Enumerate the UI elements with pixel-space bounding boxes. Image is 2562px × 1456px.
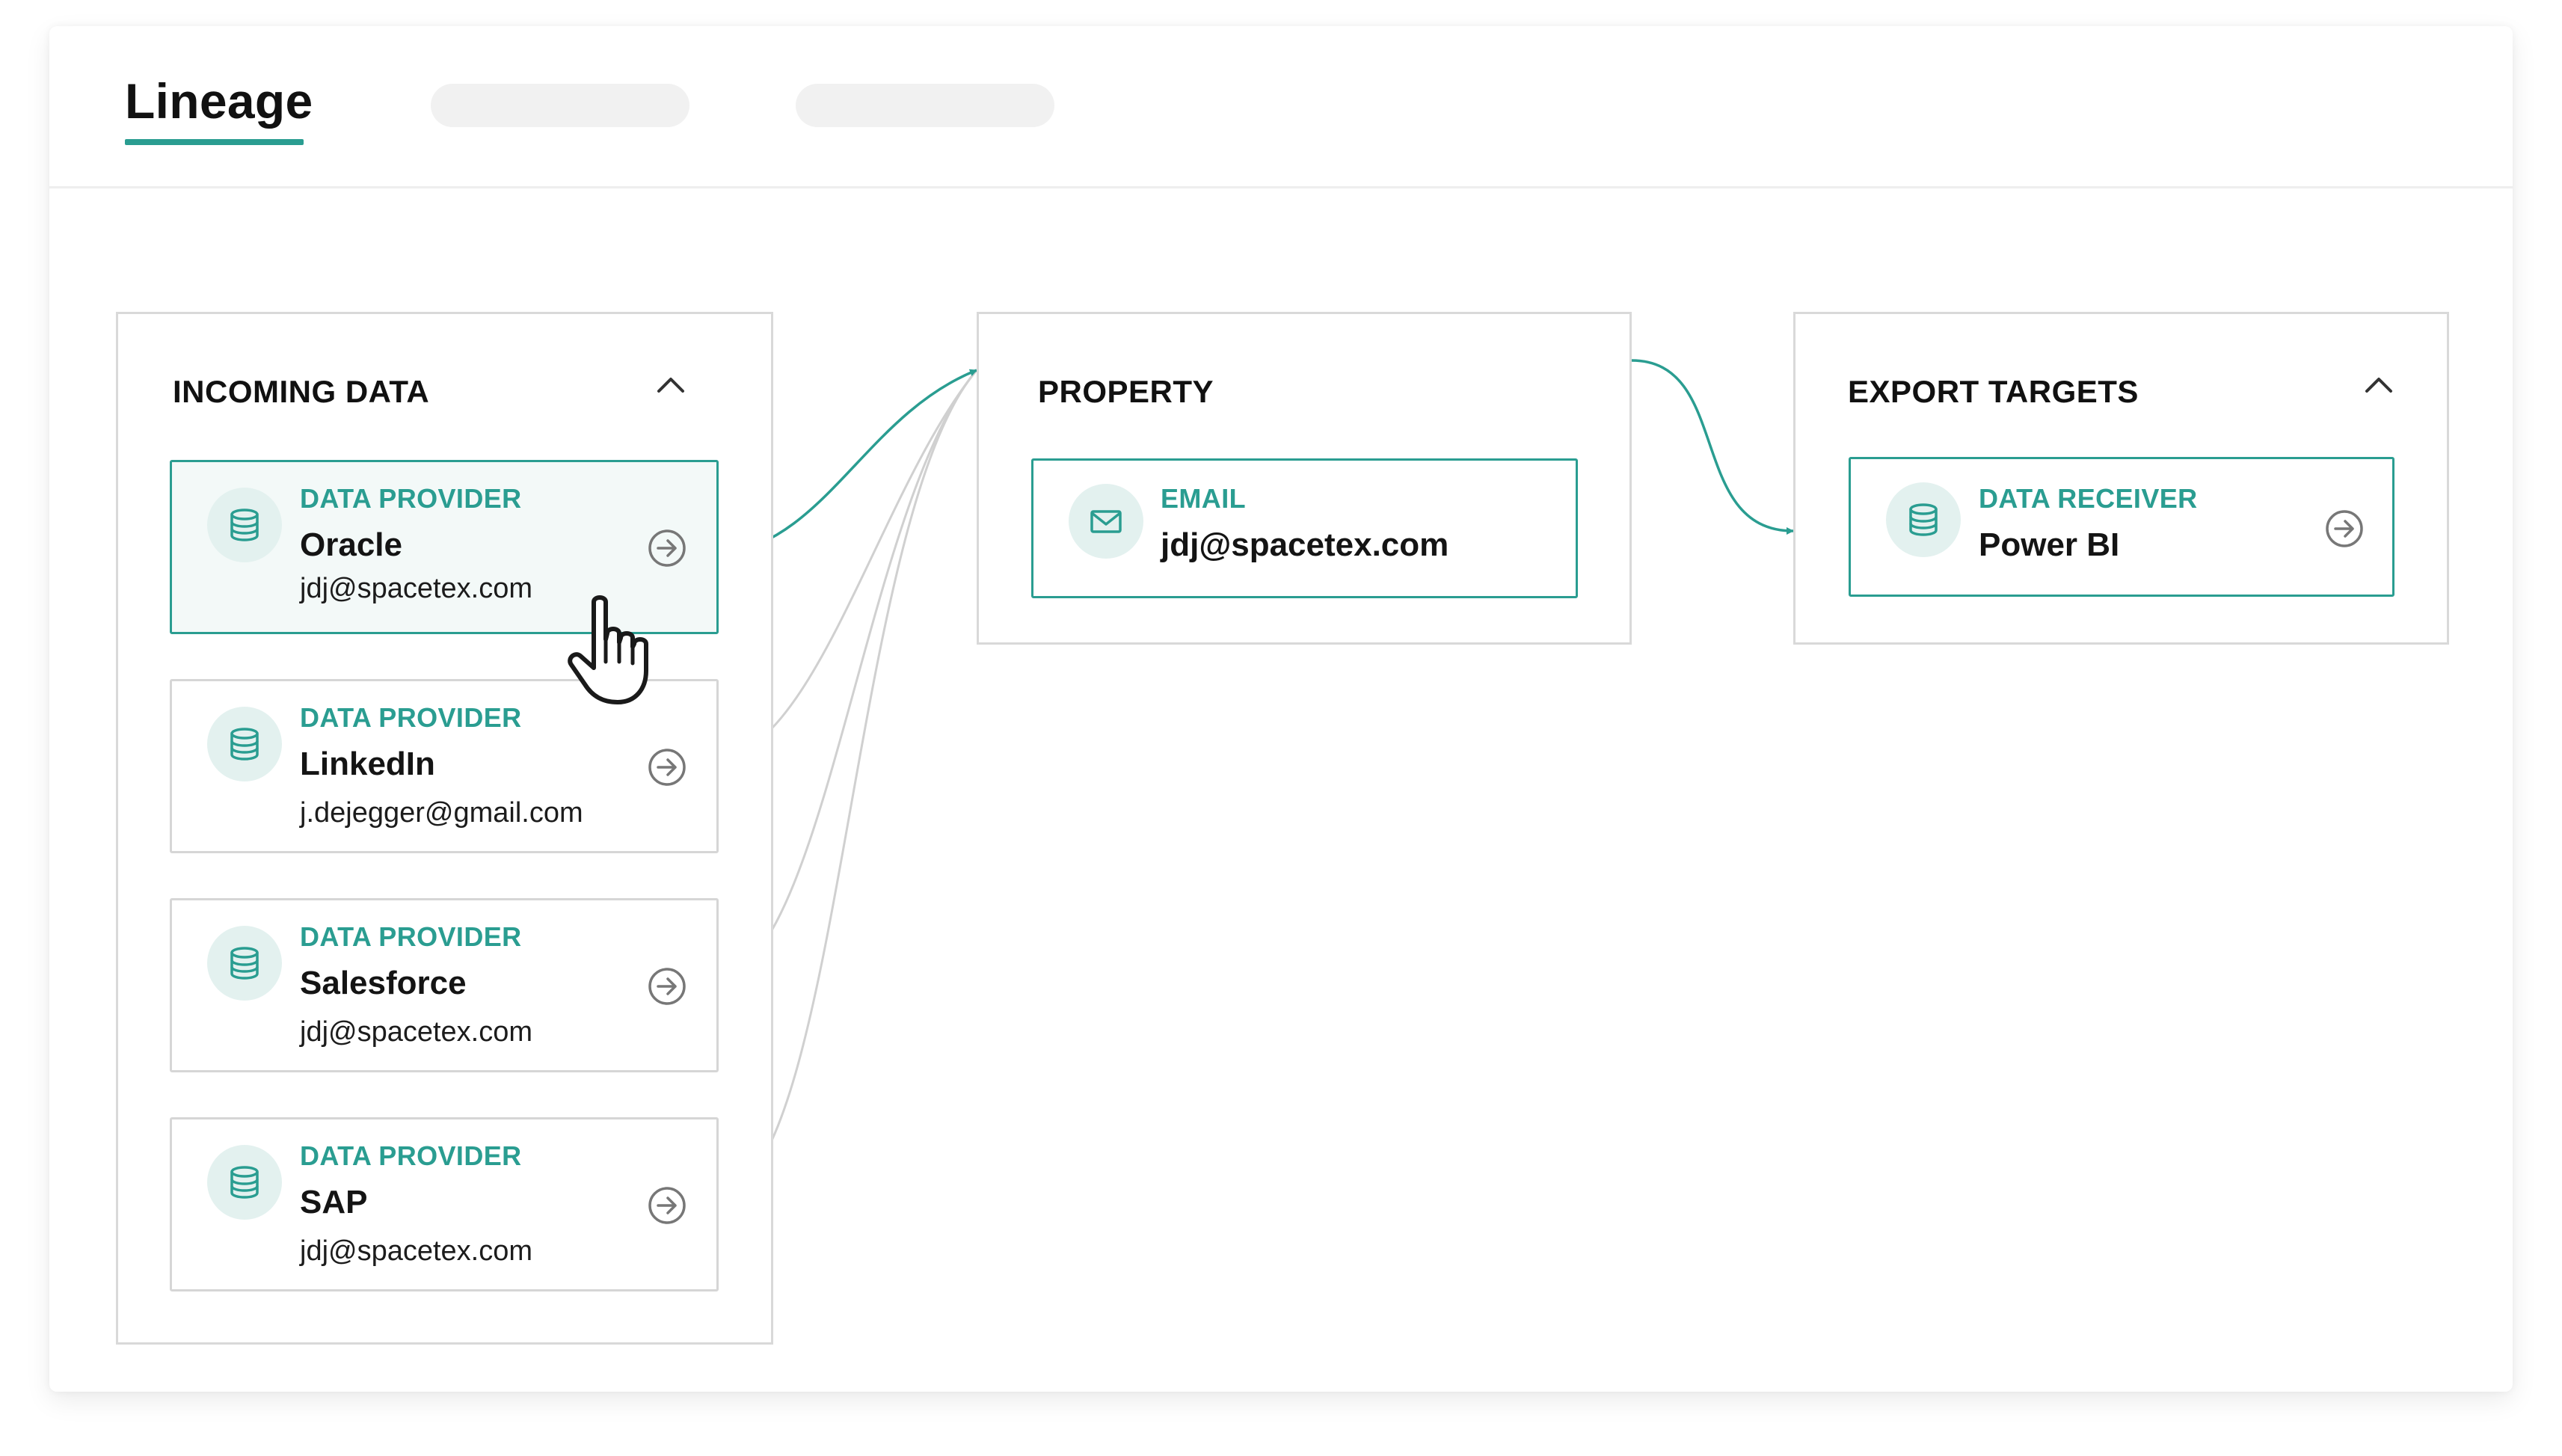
node-type-label: DATA PROVIDER [300, 483, 522, 514]
link-property-to-export [1631, 359, 1794, 535]
data-provider-card-sap[interactable]: DATA PROVIDER SAP jdj@spacetex.com [170, 1117, 719, 1291]
tab-lineage[interactable]: Lineage [125, 73, 313, 129]
node-type-label: EMAIL [1161, 483, 1246, 514]
node-name: Salesforce [300, 965, 467, 1001]
node-email: jdj@spacetex.com [300, 1235, 533, 1267]
node-name: LinkedIn [300, 746, 435, 782]
node-name: SAP [300, 1184, 368, 1220]
database-icon [207, 1145, 282, 1220]
arrow-right-circle-icon[interactable] [646, 746, 688, 788]
database-icon [1886, 482, 1961, 557]
arrow-right-circle-icon[interactable] [646, 965, 688, 1007]
chevron-up-icon[interactable] [2359, 366, 2398, 405]
data-provider-card-salesforce[interactable]: DATA PROVIDER Salesforce jdj@spacetex.co… [170, 898, 719, 1072]
tab-bar: Lineage [49, 26, 2513, 188]
node-type-label: DATA PROVIDER [300, 702, 522, 733]
panel-title: INCOMING DATA [173, 374, 430, 409]
node-email: j.dejegger@gmail.com [300, 797, 583, 829]
chevron-up-icon[interactable] [651, 366, 690, 405]
database-icon [207, 707, 282, 781]
active-tab-indicator [125, 139, 304, 145]
envelope-icon [1069, 484, 1143, 559]
node-type-label: DATA PROVIDER [300, 1140, 522, 1171]
database-icon [207, 926, 282, 1001]
node-name: jdj@spacetex.com [1161, 526, 1449, 563]
node-type-label: DATA PROVIDER [300, 921, 522, 952]
panel-title: PROPERTY [1038, 374, 1214, 409]
data-receiver-card-powerbi[interactable]: DATA RECEIVER Power BI [1849, 457, 2394, 597]
tab-placeholder-1[interactable] [431, 84, 689, 127]
database-icon [207, 488, 282, 562]
data-provider-card-linkedin[interactable]: DATA PROVIDER LinkedIn j.dejegger@gmail.… [170, 679, 719, 853]
node-type-label: DATA RECEIVER [1979, 483, 2198, 514]
lineage-card: Lineage INCOMING DATA [49, 26, 2513, 1392]
node-name: Power BI [1979, 526, 2120, 563]
arrow-right-circle-icon[interactable] [646, 1185, 688, 1226]
tab-placeholder-2[interactable] [796, 84, 1054, 127]
node-name: Oracle [300, 526, 402, 563]
property-email-card[interactable]: EMAIL jdj@spacetex.com [1031, 458, 1578, 598]
arrow-right-circle-icon[interactable] [646, 527, 688, 569]
data-provider-card-oracle[interactable]: DATA PROVIDER Oracle jdj@spacetex.com [170, 460, 719, 634]
arrow-right-circle-icon[interactable] [2323, 508, 2365, 550]
hand-pointer-cursor-icon [568, 595, 648, 704]
panel-title: EXPORT TARGETS [1848, 374, 2139, 409]
node-email: jdj@spacetex.com [300, 1016, 533, 1048]
node-email: jdj@spacetex.com [300, 573, 533, 604]
